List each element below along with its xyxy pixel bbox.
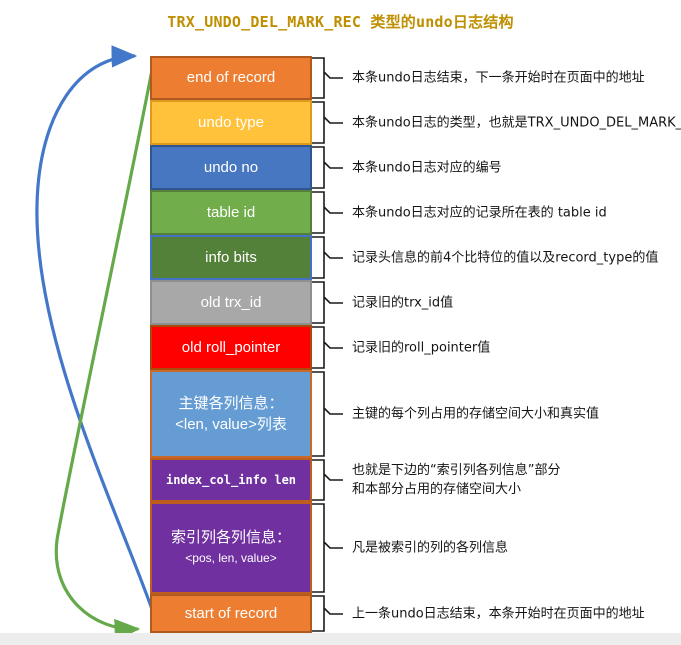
field-box: table id	[150, 190, 312, 235]
field-box: old roll_pointer	[150, 325, 312, 370]
bracket-connector-icon	[312, 503, 343, 593]
field-box: undo no	[150, 145, 312, 190]
annotation-line: 记录旧的trx_id值	[352, 295, 454, 310]
bracket-connector-icon	[312, 236, 343, 279]
field-box: old trx_id	[150, 280, 312, 325]
bracket-connector-icon	[312, 281, 343, 324]
field-annotation: 凡是被索引的列的各列信息	[352, 539, 681, 558]
field-box: index_col_info len	[150, 458, 312, 502]
field-annotation: 记录头信息的前4个比特位的值以及record_type的值	[352, 248, 681, 267]
field-row: end of record 本条undo日志结束，下一条开始时在页面中的地址	[150, 56, 681, 100]
field-label: <pos, len, value>	[185, 550, 277, 565]
bracket-connector-icon	[312, 101, 343, 144]
annotation-line: 也就是下边的“索引列各列信息”部分	[352, 463, 561, 478]
field-row: undo type 本条undo日志的类型，也就是TRX_UNDO_DEL_MA…	[150, 100, 681, 145]
bracket-connector-icon	[312, 371, 343, 457]
field-annotation: 主键的每个列占用的存储空间大小和真实值	[352, 405, 681, 424]
field-row: table id 本条undo日志对应的记录所在表的 table id	[150, 190, 681, 235]
annotation-line: 记录旧的roll_pointer值	[352, 340, 491, 355]
bracket-connector-icon	[312, 191, 343, 234]
field-row: 主键各列信息： <len, value>列表 主键的每个列占用的存储空间大小和真实…	[150, 370, 681, 458]
bracket-connector-icon	[312, 146, 343, 189]
annotation-line: 和本部分占用的存储空间大小	[352, 482, 522, 497]
field-column: end of record 本条undo日志结束，下一条开始时在页面中的地址 u…	[150, 56, 681, 633]
field-label: old roll_pointer	[181, 338, 281, 356]
arrows-layer	[35, 45, 155, 642]
field-annotation: 本条undo日志对应的记录所在表的 table id	[352, 203, 681, 222]
bracket-connector-icon	[312, 326, 343, 369]
field-label: table id	[206, 203, 256, 221]
annotation-line: 主键的每个列占用的存储空间大小和真实值	[352, 406, 600, 422]
field-box: 主键各列信息： <len, value>列表	[150, 370, 312, 458]
field-row: info bits 记录头信息的前4个比特位的值以及record_type的值	[150, 235, 681, 280]
field-box: start of record	[150, 594, 312, 633]
field-box: 索引列各列信息： <pos, len, value>	[150, 502, 312, 594]
field-annotation: 上一条undo日志结束，本条开始时在页面中的地址	[352, 604, 681, 623]
field-annotation: 也就是下边的“索引列各列信息”部分和本部分占用的存储空间大小	[352, 461, 681, 499]
field-box: end of record	[150, 56, 312, 100]
field-label: undo no	[203, 158, 259, 176]
field-row: undo no 本条undo日志对应的编号	[150, 145, 681, 190]
field-label: start of record	[184, 604, 278, 622]
field-label: end of record	[186, 69, 276, 86]
field-row: old trx_id 记录旧的trx_id值	[150, 280, 681, 325]
footer-strip	[0, 633, 681, 645]
bracket-connector-icon	[312, 459, 343, 501]
field-label: info bits	[205, 248, 257, 266]
blue-curved-arrow-icon	[35, 45, 155, 614]
field-annotation: 记录旧的roll_pointer值	[352, 338, 681, 357]
field-box: undo type	[150, 100, 312, 145]
field-label: undo type	[198, 113, 264, 131]
bracket-connector-icon	[312, 595, 343, 632]
annotation-line: 本条undo日志结束，下一条开始时在页面中的地址	[352, 70, 645, 86]
field-annotation: 本条undo日志结束，下一条开始时在页面中的地址	[352, 69, 681, 88]
bracket-connector-icon	[312, 57, 343, 99]
field-annotation: 本条undo日志对应的编号	[352, 158, 681, 177]
annotation-line: 记录头信息的前4个比特位的值以及record_type的值	[352, 250, 659, 265]
annotation-line: 上一条undo日志结束，本条开始时在页面中的地址	[352, 606, 645, 621]
diagram-title: TRX_UNDO_DEL_MARK_REC 类型的undo日志结构	[167, 13, 514, 31]
green-curved-arrow-icon	[54, 68, 154, 642]
field-label: index_col_info len	[165, 473, 297, 487]
field-row: index_col_info len 也就是下边的“索引列各列信息”部分和本部分…	[150, 458, 681, 502]
field-annotation: 记录旧的trx_id值	[352, 293, 681, 312]
annotation-line: 本条undo日志对应的编号	[352, 160, 502, 175]
field-label: <len, value>列表	[175, 415, 287, 433]
field-annotation: 本条undo日志的类型，也就是TRX_UNDO_DEL_MARK_REC	[352, 113, 681, 132]
field-row: start of record 上一条undo日志结束，本条开始时在页面中的地址	[150, 594, 681, 633]
annotation-line: 本条undo日志的类型，也就是TRX_UNDO_DEL_MARK_REC	[352, 115, 681, 130]
field-label: 主键各列信息：	[178, 394, 284, 412]
field-label: old trx_id	[200, 293, 262, 311]
annotation-line: 本条undo日志对应的记录所在表的 table id	[352, 205, 607, 220]
annotation-line: 凡是被索引的列的各列信息	[352, 540, 509, 556]
field-row: old roll_pointer 记录旧的roll_pointer值	[150, 325, 681, 370]
field-label: 索引列各列信息：	[170, 528, 291, 546]
field-box: info bits	[150, 235, 312, 280]
field-row: 索引列各列信息： <pos, len, value> 凡是被索引的列的各列信息	[150, 502, 681, 594]
